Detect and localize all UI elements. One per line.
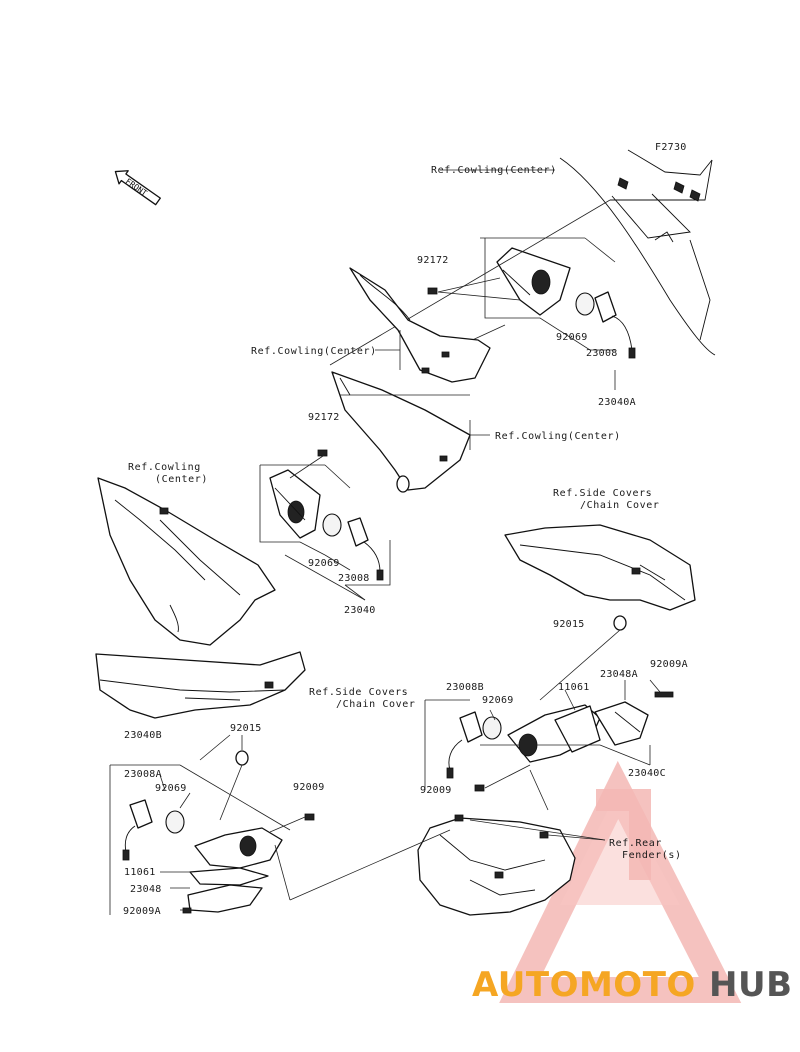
ref-side-covers-right-line2: /Chain Cover xyxy=(580,500,659,511)
turn-signal-front-left xyxy=(269,469,321,539)
cowling-center-side-panel xyxy=(331,371,471,493)
screw-92009-left xyxy=(304,813,315,821)
part-23008-top: 23008 xyxy=(586,348,618,359)
cowling-center-lower xyxy=(97,477,276,646)
ref-cowling-center-mid: Ref.Cowling(Center) xyxy=(251,346,377,357)
part-92069-right: 92069 xyxy=(482,695,514,706)
part-92172-mid: 92172 xyxy=(308,412,340,423)
screw-92015-left xyxy=(235,750,249,766)
screw-92172-mid xyxy=(317,449,328,457)
socket-23008-mid xyxy=(347,517,384,581)
screw-92009A-left xyxy=(182,907,192,914)
part-11061-right: 11061 xyxy=(558,682,590,693)
part-92009A-right: 92009A xyxy=(650,659,688,670)
part-11061-left: 11061 xyxy=(124,867,156,878)
socket-23008A xyxy=(122,799,153,861)
rear-fender xyxy=(417,814,576,916)
part-92009-left: 92009 xyxy=(293,782,325,793)
watermark-brand-part2: HUB xyxy=(709,965,792,1005)
part-92069-left: 92069 xyxy=(155,783,187,794)
bulb-92069-top xyxy=(575,292,595,316)
part-23040B: 23040B xyxy=(124,730,162,741)
cowling-center-inner-panel xyxy=(349,267,491,383)
part-92069-mid: 92069 xyxy=(308,558,340,569)
figure-code: F2730 xyxy=(655,142,687,153)
leader-lines-right xyxy=(424,629,661,811)
watermark-brand-part1: AUTOMOTO xyxy=(472,965,696,1005)
ref-side-covers-right-line1: Ref.Side Covers xyxy=(553,488,652,499)
bulb-92069-right xyxy=(482,716,502,740)
leader-lines-fender xyxy=(289,819,606,901)
part-23040A: 23040A xyxy=(598,397,636,408)
leader-lines-left xyxy=(109,734,306,915)
part-23040: 23040 xyxy=(344,605,376,616)
leader-lines-mid xyxy=(259,330,490,601)
part-23008B: 23008B xyxy=(446,682,484,693)
ref-cowling-line2: (Center) xyxy=(155,474,208,485)
ref-cowling-center-top: Ref.Cowling(Center) xyxy=(431,165,557,176)
part-23008A: 23008A xyxy=(124,769,162,780)
front-arrow: FRONT xyxy=(114,170,161,206)
ref-side-covers-left-line2: /Chain Cover xyxy=(336,699,415,710)
ref-cowling-center-right: Ref.Cowling(Center) xyxy=(495,431,621,442)
part-92172-top: 92172 xyxy=(417,255,449,266)
part-23048: 23048 xyxy=(130,884,162,895)
part-92069-top: 92069 xyxy=(556,332,588,343)
screw-92009-right xyxy=(474,784,485,792)
side-cover-left xyxy=(95,651,306,719)
watermark-logo xyxy=(499,760,742,1003)
turn-signal-rear-left xyxy=(187,827,283,913)
part-23008-mid: 23008 xyxy=(338,573,370,584)
ref-rear-fender-line1: Ref.Rear xyxy=(609,838,662,849)
leader-lines-top xyxy=(329,169,616,390)
bulb-92069-left xyxy=(165,810,185,834)
part-23040C: 23040C xyxy=(628,768,666,779)
screw-92015-right xyxy=(613,615,627,631)
front-arrow-label: FRONT xyxy=(124,177,149,198)
part-92015-left: 92015 xyxy=(230,723,262,734)
screw-92009A-right xyxy=(654,691,674,698)
part-92009A-left: 92009A xyxy=(123,906,161,917)
ref-rear-fender-line2: Fender(s) xyxy=(622,850,682,861)
cowling-center-upper xyxy=(559,149,716,356)
screw-92172-top xyxy=(427,287,438,295)
side-cover-right xyxy=(504,524,696,611)
ref-cowling-line1: Ref.Cowling xyxy=(128,462,201,473)
part-92015-right: 92015 xyxy=(553,619,585,630)
turn-signal-rear-right xyxy=(507,701,649,763)
part-23048A: 23048A xyxy=(600,669,638,680)
socket-23008B xyxy=(446,711,483,779)
bulb-92069-mid xyxy=(322,513,342,537)
turn-signal-front-right xyxy=(496,247,571,316)
ref-side-covers-left-line1: Ref.Side Covers xyxy=(309,687,408,698)
part-92009-right: 92009 xyxy=(420,785,452,796)
watermark-brand: AUTOMOTO HUB xyxy=(472,965,792,1005)
socket-23008-top xyxy=(594,291,636,359)
